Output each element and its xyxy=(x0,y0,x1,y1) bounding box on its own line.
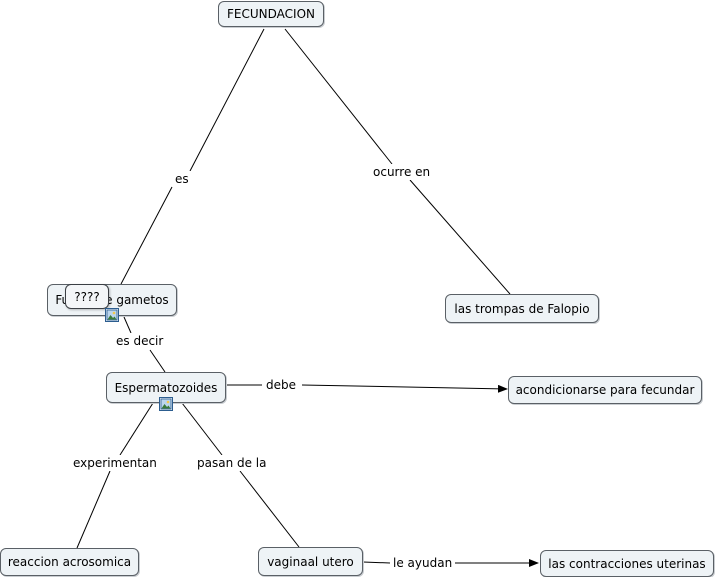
image-resource-icon[interactable] xyxy=(159,397,173,411)
connector-esperma-pasan xyxy=(181,402,223,456)
tooltip-popup: ???? xyxy=(65,284,109,309)
link-es: es xyxy=(173,171,191,187)
concept-vaginaal-utero[interactable]: vaginaal utero xyxy=(258,547,363,576)
image-resource-icon[interactable] xyxy=(105,308,119,322)
connector-fecundacion-ocurre xyxy=(284,28,393,165)
concept-fecundacion[interactable]: FECUNDACION xyxy=(218,1,324,27)
connector-experimentan-reaccion xyxy=(76,470,111,549)
connector-fusion-esdecir xyxy=(123,316,132,334)
connector-vaginaal-leayudan xyxy=(362,561,391,564)
link-le-ayudan: le ayudan xyxy=(391,555,455,571)
link-experimentan: experimentan xyxy=(71,455,159,471)
link-debe: debe xyxy=(264,377,298,393)
link-es-decir: es decir xyxy=(114,333,166,349)
concept-acondicionarse[interactable]: acondicionarse para fecundar xyxy=(508,376,702,404)
link-pasan-de-la: pasan de la xyxy=(195,455,269,471)
connector-esperma-experimentan xyxy=(119,402,154,456)
connector-ocurre-trompas xyxy=(409,179,511,295)
concept-contracciones-uterinas[interactable]: las contracciones uterinas xyxy=(540,550,714,577)
concept-trompas-de-falopio[interactable]: las trompas de Falopio xyxy=(445,294,599,323)
link-ocurre-en: ocurre en xyxy=(371,164,433,180)
connector-fecundacion-es xyxy=(189,28,265,172)
connector-es-fusion xyxy=(120,186,173,285)
concept-reaccion-acrosomica[interactable]: reaccion acrosomica xyxy=(0,548,139,576)
image-glyph-icon xyxy=(106,309,118,321)
connector-pasan-vaginaal xyxy=(239,470,300,548)
image-glyph-icon xyxy=(160,398,172,410)
connector-esdecir-esperma xyxy=(149,349,166,373)
connector-debe-acondicionarse xyxy=(301,384,508,393)
